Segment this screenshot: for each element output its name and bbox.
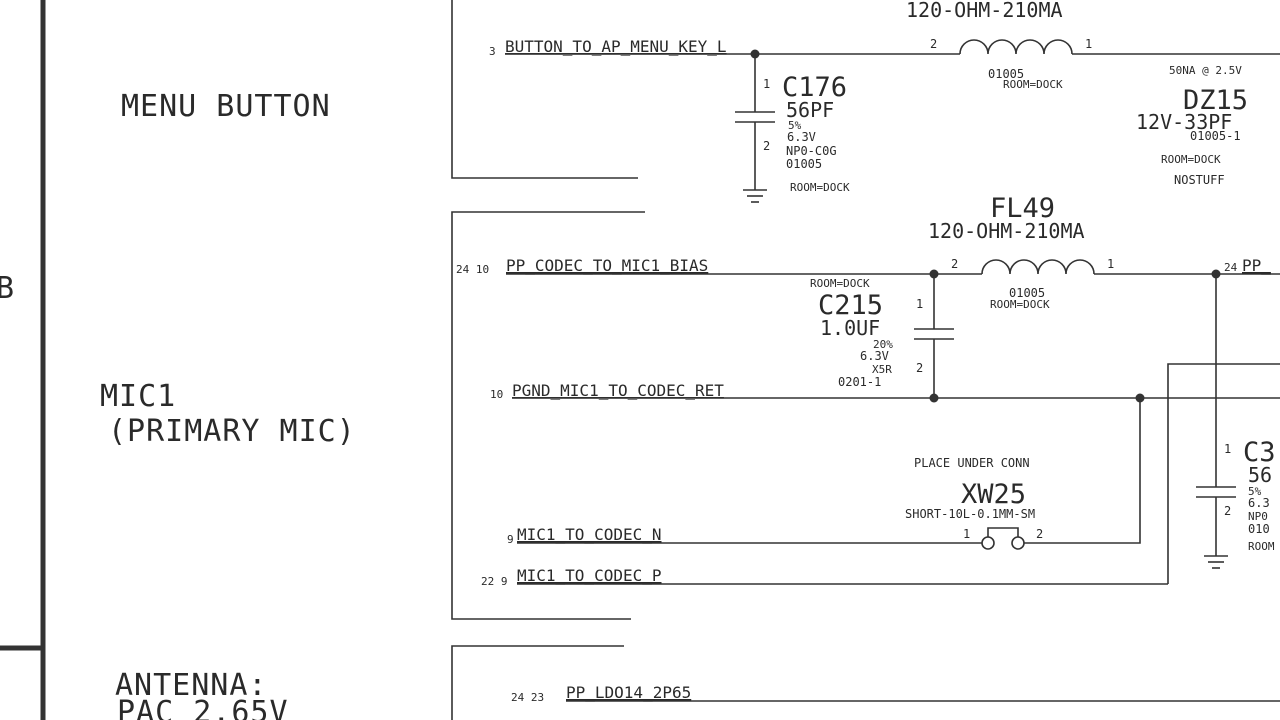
junction-pgnd-c215 <box>929 393 939 403</box>
xw25-pin1: 1 <box>963 527 970 541</box>
fl49-pin-right: 1 <box>1107 257 1114 271</box>
dz15-note: 50NA @ 2.5V <box>1169 64 1242 77</box>
c176-pin2: 2 <box>763 139 770 153</box>
net-ref-ldo: 24 23 <box>511 691 544 704</box>
c215-value: 1.0UF <box>820 316 880 340</box>
c176-tolerance: 5% <box>788 119 802 132</box>
section-label-menu-button: MENU BUTTON <box>121 89 331 124</box>
fl49-room: ROOM=DOCK <box>990 298 1050 311</box>
net-ref-mic-n: 9 <box>507 533 514 546</box>
c3x-tolerance: 5% <box>1248 485 1262 498</box>
xw25-note: PLACE UNDER CONN <box>914 456 1030 470</box>
section-label-pac: PAC 2.65V <box>117 695 289 720</box>
fl49-ref: FL49 <box>990 193 1055 224</box>
xw25-value: SHORT-10L-0.1MM-SM <box>905 507 1035 521</box>
zone-letter: B <box>0 271 15 306</box>
net-pp-right: PP_ <box>1242 256 1271 275</box>
inductor-top-value: 120-OHM-210MA <box>906 0 1063 22</box>
xw25-ref: XW25 <box>961 479 1026 510</box>
inductor-top-pin-left: 2 <box>930 37 937 51</box>
inductor-top-package: 01005 <box>988 67 1024 81</box>
section-label-mic1: MIC1 <box>100 379 176 414</box>
dz15-value: 12V-33PF <box>1136 110 1232 134</box>
dz15-stuff: NOSTUFF <box>1174 173 1225 187</box>
net-mic1-to-codec-n: MIC1_TO_CODEC_N <box>517 525 662 544</box>
bracket-mic1 <box>451 211 645 620</box>
xw25-pad-1 <box>981 536 995 550</box>
net-ref-pgnd: 10 <box>490 388 503 401</box>
section-label-primary-mic: (PRIMARY MIC) <box>108 414 356 449</box>
c176-dielectric: NP0-C0G <box>786 144 837 158</box>
bracket-antenna <box>451 645 624 720</box>
c176-value: 56PF <box>786 98 834 122</box>
c215-tolerance: 20% <box>873 338 893 351</box>
fl49-pin-left: 2 <box>951 257 958 271</box>
net-ref-mic-p: 22 9 <box>481 575 508 588</box>
c176-voltage: 6.3V <box>787 130 816 144</box>
c3x-room: ROOM <box>1248 540 1275 553</box>
c3x-value: 56 <box>1248 463 1272 487</box>
net-button-to-ap-menu-key: BUTTON_TO_AP_MENU_KEY_L <box>505 37 727 56</box>
xw25-pad-2 <box>1011 536 1025 550</box>
xw25-short-bar <box>987 527 1019 537</box>
c3x-voltage: 6.3 <box>1248 496 1270 510</box>
c215-pin1: 1 <box>916 297 923 311</box>
c215-room: ROOM=DOCK <box>810 277 870 290</box>
inductor-top-room: ROOM=DOCK <box>1003 78 1063 91</box>
fl49-package: 01005 <box>1009 286 1045 300</box>
net-pgnd-mic1-to-codec-ret: PGND_MIC1_TO_CODEC_RET <box>512 381 724 400</box>
xw25-pin2: 2 <box>1036 527 1043 541</box>
c176-package: 01005 <box>786 157 822 171</box>
dz15-package: 01005-1 <box>1190 129 1241 143</box>
c215-ref: C215 <box>818 290 883 321</box>
net-ref-pp-right: 24 <box>1224 261 1238 274</box>
wire-mic-p-return <box>1167 363 1280 584</box>
fl49-value: 120-OHM-210MA <box>928 219 1085 243</box>
net-ref-mic-bias: 24 10 <box>456 263 489 276</box>
bracket-menu-button <box>451 0 638 179</box>
c3x-ref: C3 <box>1243 437 1276 468</box>
dz15-ref: DZ15 <box>1183 85 1248 116</box>
dz15-room: ROOM=DOCK <box>1161 153 1221 166</box>
c215-package: 0201-1 <box>838 375 881 389</box>
c176-room: ROOM=DOCK <box>790 181 850 194</box>
c215-pin2: 2 <box>916 361 923 375</box>
net-mic1-to-codec-p: MIC1_TO_CODEC_P <box>517 566 662 585</box>
wire-mic-n-to-pgnd <box>1024 398 1141 544</box>
net-pp-ldo14-2p65: PP_LDO14_2P65 <box>566 683 691 702</box>
inductor-top-symbol <box>959 39 1073 55</box>
c176-ref: C176 <box>782 72 847 103</box>
c215-dielectric: X5R <box>872 363 892 376</box>
c3x-dielectric: NP0 <box>1248 510 1268 523</box>
inductor-fl49-symbol <box>981 259 1095 275</box>
section-label-antenna: ANTENNA: <box>115 668 268 703</box>
net-pp-codec-to-mic1-bias: PP_CODEC_TO_MIC1_BIAS <box>506 256 708 275</box>
c3x-package: 010 <box>1248 522 1270 536</box>
c3x-pin2: 2 <box>1224 504 1231 518</box>
inductor-top-pin-right: 1 <box>1085 37 1092 51</box>
c215-voltage: 6.3V <box>860 349 889 363</box>
net-ref-button: 3 <box>489 45 496 58</box>
c3x-pin1: 1 <box>1224 442 1231 456</box>
c176-pin1: 1 <box>763 77 770 91</box>
